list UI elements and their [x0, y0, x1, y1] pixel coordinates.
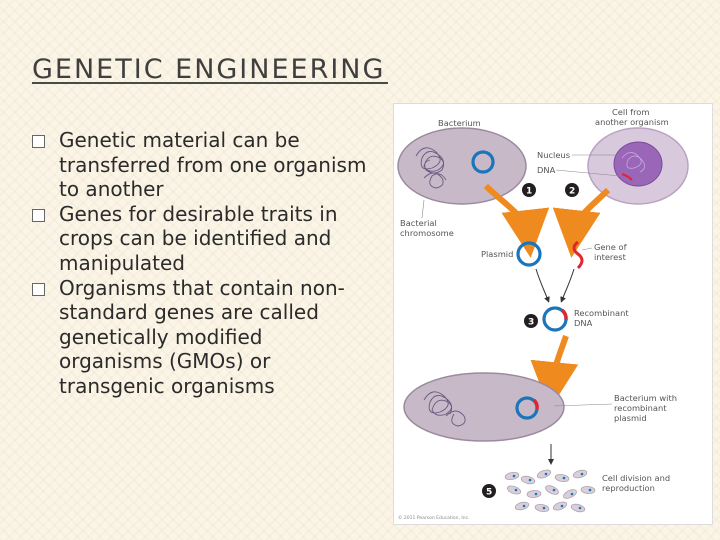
diagram-svg: Bacterium Cell from another organism Nuc… [397, 107, 689, 521]
label-interest: interest [594, 252, 627, 262]
gene-of-interest [572, 240, 584, 270]
bullet-item: Organisms that contain non-standard gene… [32, 276, 372, 399]
isolated-plasmid [516, 241, 542, 267]
step-5-number: 5 [486, 488, 492, 498]
bullet-box-icon [32, 282, 45, 296]
label-chromosome: chromosome [400, 228, 454, 238]
step-3-badge [524, 314, 538, 328]
label-recombinant: Recombinant [574, 308, 629, 318]
label-gene-of: Gene of [594, 242, 628, 252]
bullet-box-icon [32, 208, 45, 222]
arrow-step-2 [552, 187, 611, 258]
label-bacterium: Bacterium [438, 118, 481, 128]
bullet-item: Genetic material can be transferred from… [32, 128, 372, 202]
step-3-number: 3 [528, 318, 534, 328]
plasmid-ring [471, 150, 495, 174]
bullet-text: Organisms that contain non-standard gene… [59, 275, 345, 398]
step-2-badge [565, 183, 579, 197]
label-nucleus: Nucleus [537, 150, 570, 160]
nucleus [613, 141, 663, 187]
label-bacterium-plasmid: plasmid [614, 413, 647, 423]
bullet-item: Genes for desirable traits in crops can … [32, 202, 372, 276]
gene-in-dna [621, 173, 633, 181]
bacterial-chromosome [415, 147, 447, 189]
label-bacterium-recombinant: recombinant [614, 403, 667, 413]
label-cell-from: Cell from [612, 107, 649, 117]
bacterium-cell [397, 127, 527, 205]
donor-dna [621, 152, 645, 173]
label-plasmid: Plasmid [481, 249, 513, 259]
slide-title: GENETIC ENGINEERING [32, 54, 386, 85]
label-bacterial: Bacterial [400, 218, 437, 228]
step-2-number: 2 [569, 187, 575, 197]
bullet-text: Genes for desirable traits in crops can … [59, 201, 338, 275]
genetic-engineering-diagram: Bacterium Cell from another organism Nuc… [393, 103, 713, 525]
transformed-insert [532, 398, 539, 410]
colony-plasmid-dots [512, 472, 592, 510]
label-another-organism: another organism [595, 117, 669, 127]
bacteria-colony [504, 469, 596, 513]
bullet-text: Genetic material can be transferred from… [59, 128, 367, 202]
arrow-gene-merge [560, 268, 575, 303]
copyright-text: © 2011 Pearson Education, Inc. [398, 514, 469, 521]
arrow-step-4 [530, 335, 579, 410]
label-bacterium-with: Bacterium with [614, 393, 677, 403]
title-underline [32, 82, 388, 84]
label-dna: DNA [537, 165, 556, 175]
step-5-badge [482, 484, 496, 498]
recombinant-insert [560, 308, 568, 321]
transformed-bacterium [403, 372, 565, 442]
arrow-plasmid-merge [535, 268, 550, 303]
transformed-chromosome [423, 391, 466, 427]
bullet-box-icon [32, 135, 45, 148]
step-1-badge [522, 183, 536, 197]
label-recombinant-dna: DNA [574, 318, 593, 328]
label-reproduction: reproduction [602, 483, 655, 493]
arrow-step-1 [483, 183, 550, 258]
label-cell-division: Cell division and [602, 473, 670, 483]
step-1-number: 1 [526, 187, 532, 197]
bullet-list: Genetic material can be transferred from… [32, 128, 372, 399]
